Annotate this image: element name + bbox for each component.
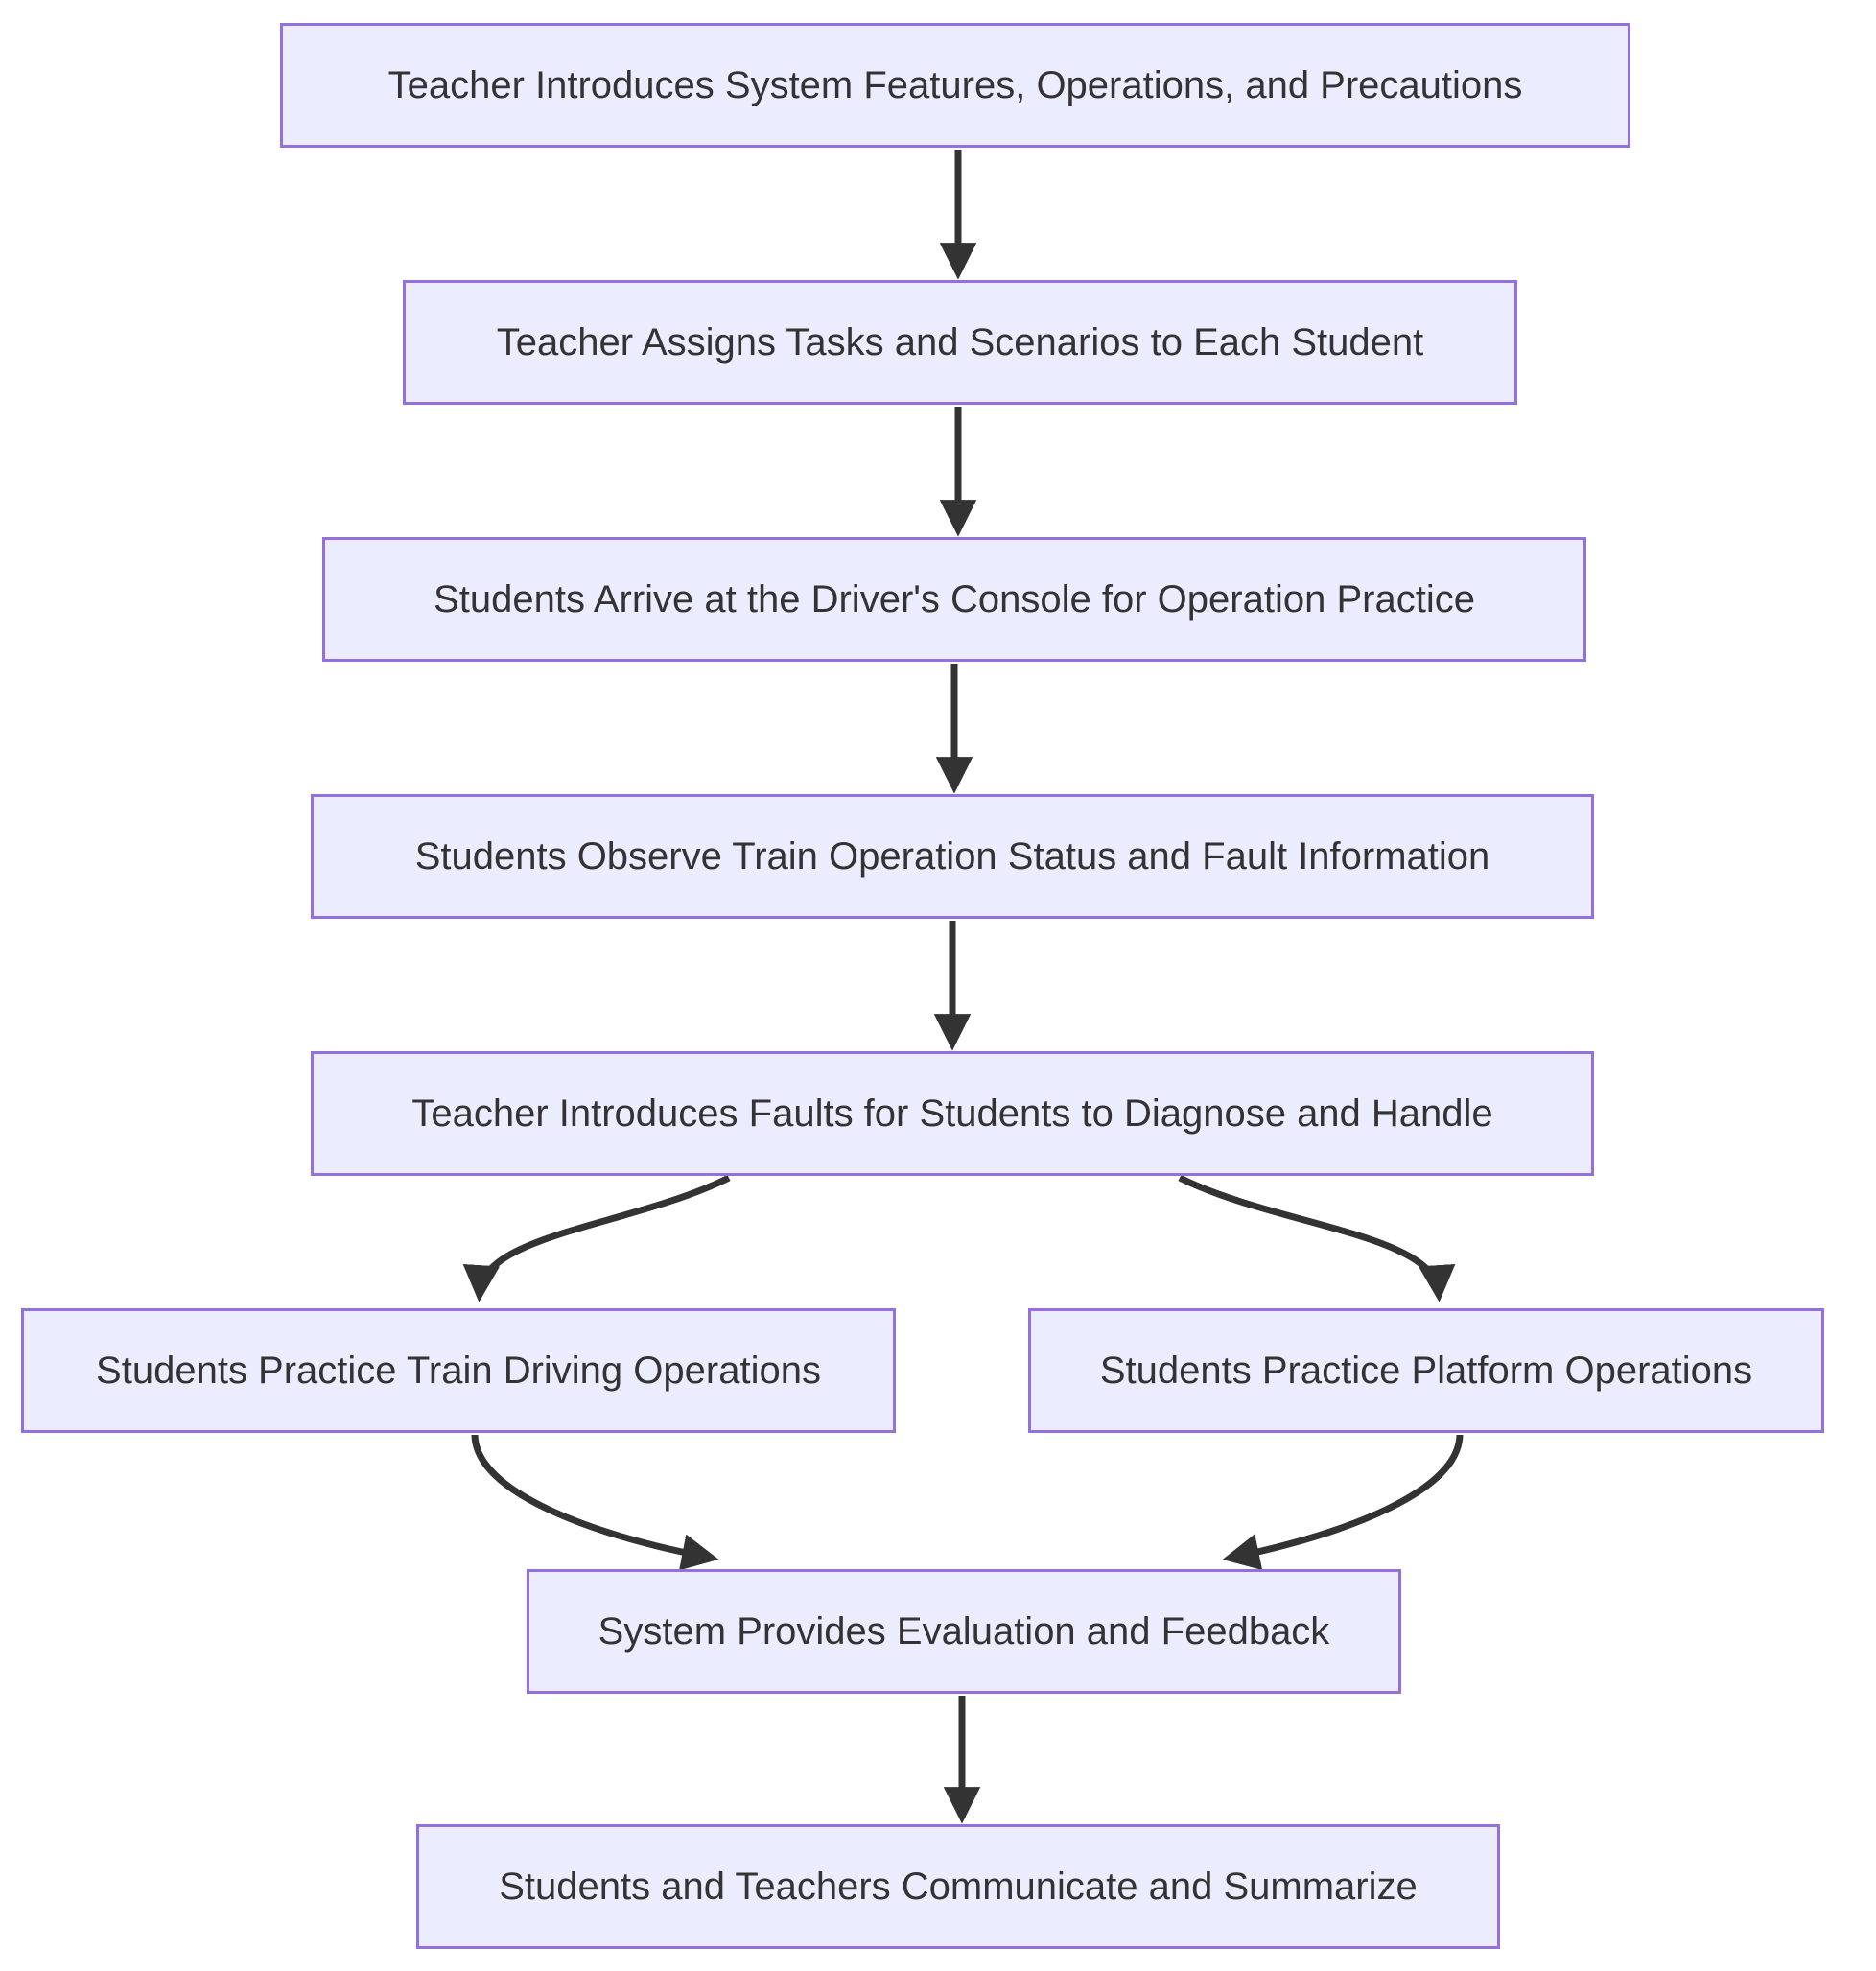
- edge-e-g: [1178, 1174, 1456, 1302]
- node-students-practice-platform: Students Practice Platform Operations: [1028, 1308, 1824, 1433]
- node-teacher-introduces-faults: Teacher Introduces Faults for Students t…: [311, 1051, 1594, 1176]
- node-label: Students and Teachers Communicate and Su…: [499, 1865, 1418, 1908]
- node-system-evaluation-feedback: System Provides Evaluation and Feedback: [527, 1569, 1401, 1694]
- node-students-observe-status: Students Observe Train Operation Status …: [311, 794, 1594, 919]
- node-teacher-introduces-system: Teacher Introduces System Features, Oper…: [280, 23, 1630, 148]
- node-label: Students Practice Train Driving Operatio…: [96, 1349, 821, 1392]
- node-students-arrive-console: Students Arrive at the Driver's Console …: [322, 537, 1586, 662]
- node-label: Teacher Introduces System Features, Oper…: [387, 64, 1523, 106]
- edge-f-h: [471, 1434, 719, 1571]
- node-label: Students Practice Platform Operations: [1099, 1349, 1753, 1392]
- node-label: Teacher Introduces Faults for Students t…: [411, 1092, 1493, 1135]
- node-label: System Provides Evaluation and Feedback: [598, 1610, 1330, 1653]
- node-label: Students Observe Train Operation Status …: [414, 835, 1490, 878]
- edge-e-f: [462, 1174, 731, 1302]
- node-label: Teacher Assigns Tasks and Scenarios to E…: [496, 321, 1424, 364]
- node-students-practice-driving: Students Practice Train Driving Operatio…: [21, 1308, 896, 1433]
- node-communicate-summarize: Students and Teachers Communicate and Su…: [416, 1824, 1500, 1949]
- node-label: Students Arrive at the Driver's Console …: [434, 578, 1475, 621]
- edge-g-h: [1222, 1434, 1464, 1570]
- node-teacher-assigns-tasks: Teacher Assigns Tasks and Scenarios to E…: [403, 280, 1517, 405]
